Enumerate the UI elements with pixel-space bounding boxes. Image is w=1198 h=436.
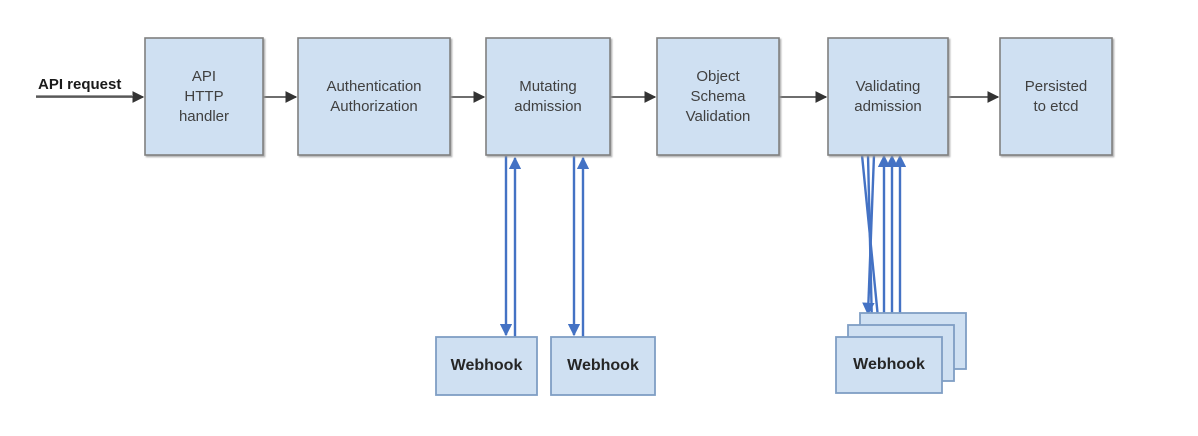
webhook-arrow-layer bbox=[499, 154, 907, 340]
validating-webhook-request-arrow-3 bbox=[862, 154, 876, 316]
webhook-box-mutating-webhook-1 bbox=[435, 336, 538, 396]
webhook-box-validating-webhook-stack-layer-0 bbox=[835, 336, 943, 394]
webhook-layer bbox=[435, 312, 967, 396]
process-node-validating-admission bbox=[827, 37, 949, 156]
webhook-box-mutating-webhook-2 bbox=[550, 336, 656, 396]
connector-layer bbox=[36, 91, 1000, 103]
process-node-object-schema-validation bbox=[656, 37, 780, 156]
process-node-api-http-handler bbox=[144, 37, 264, 156]
process-node-persisted-to-etcd bbox=[999, 37, 1113, 156]
process-node-mutating-admission bbox=[485, 37, 611, 156]
node-layer bbox=[144, 37, 1113, 156]
process-node-authentication-authorization bbox=[297, 37, 451, 156]
